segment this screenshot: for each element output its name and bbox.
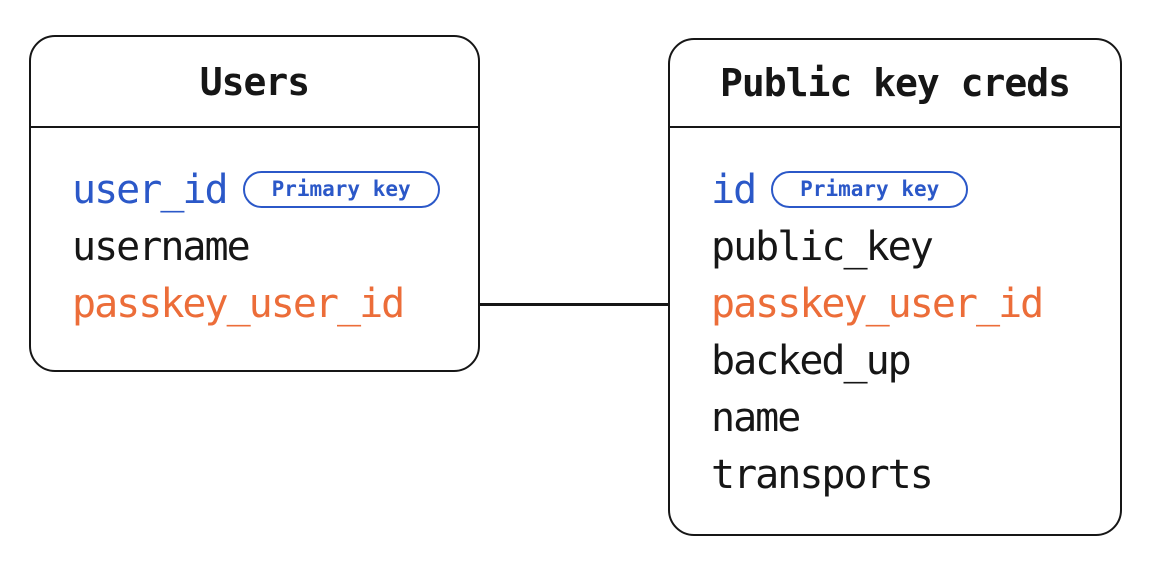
field-name: username: [72, 223, 251, 270]
field-row: name: [711, 389, 1110, 446]
relationship-connector: [478, 303, 670, 306]
entity-public-key-creds: Public key creds id Primary key public_key…: [668, 38, 1122, 536]
field-row: username: [72, 218, 468, 275]
field-name: name: [711, 394, 801, 441]
primary-key-badge: Primary key: [771, 171, 969, 208]
field-row: user_id Primary key: [72, 161, 468, 218]
field-row: public_key: [711, 218, 1110, 275]
entity-header: Users: [31, 37, 478, 128]
field-name: public_key: [711, 223, 934, 270]
field-row: passkey_user_id: [711, 275, 1110, 332]
field-row: id Primary key: [711, 161, 1110, 218]
field-row: transports: [711, 446, 1110, 503]
field-name: passkey_user_id: [72, 280, 405, 327]
field-row: passkey_user_id: [72, 275, 468, 332]
entity-users: Users user_id Primary key username passkey_…: [29, 35, 480, 372]
field-name: passkey_user_id: [711, 280, 1044, 327]
field-name: transports: [711, 451, 934, 498]
entity-title: Users: [199, 59, 310, 104]
entity-title: Public key creds: [719, 61, 1071, 105]
field-name: id: [711, 166, 757, 213]
field-name: backed_up: [711, 337, 912, 384]
entity-header: Public key creds: [670, 40, 1120, 128]
primary-key-badge: Primary key: [242, 171, 440, 208]
field-name: user_id: [72, 166, 229, 213]
entity-fields: user_id Primary key username passkey_user_i…: [31, 128, 478, 332]
field-row: backed_up: [711, 332, 1110, 389]
